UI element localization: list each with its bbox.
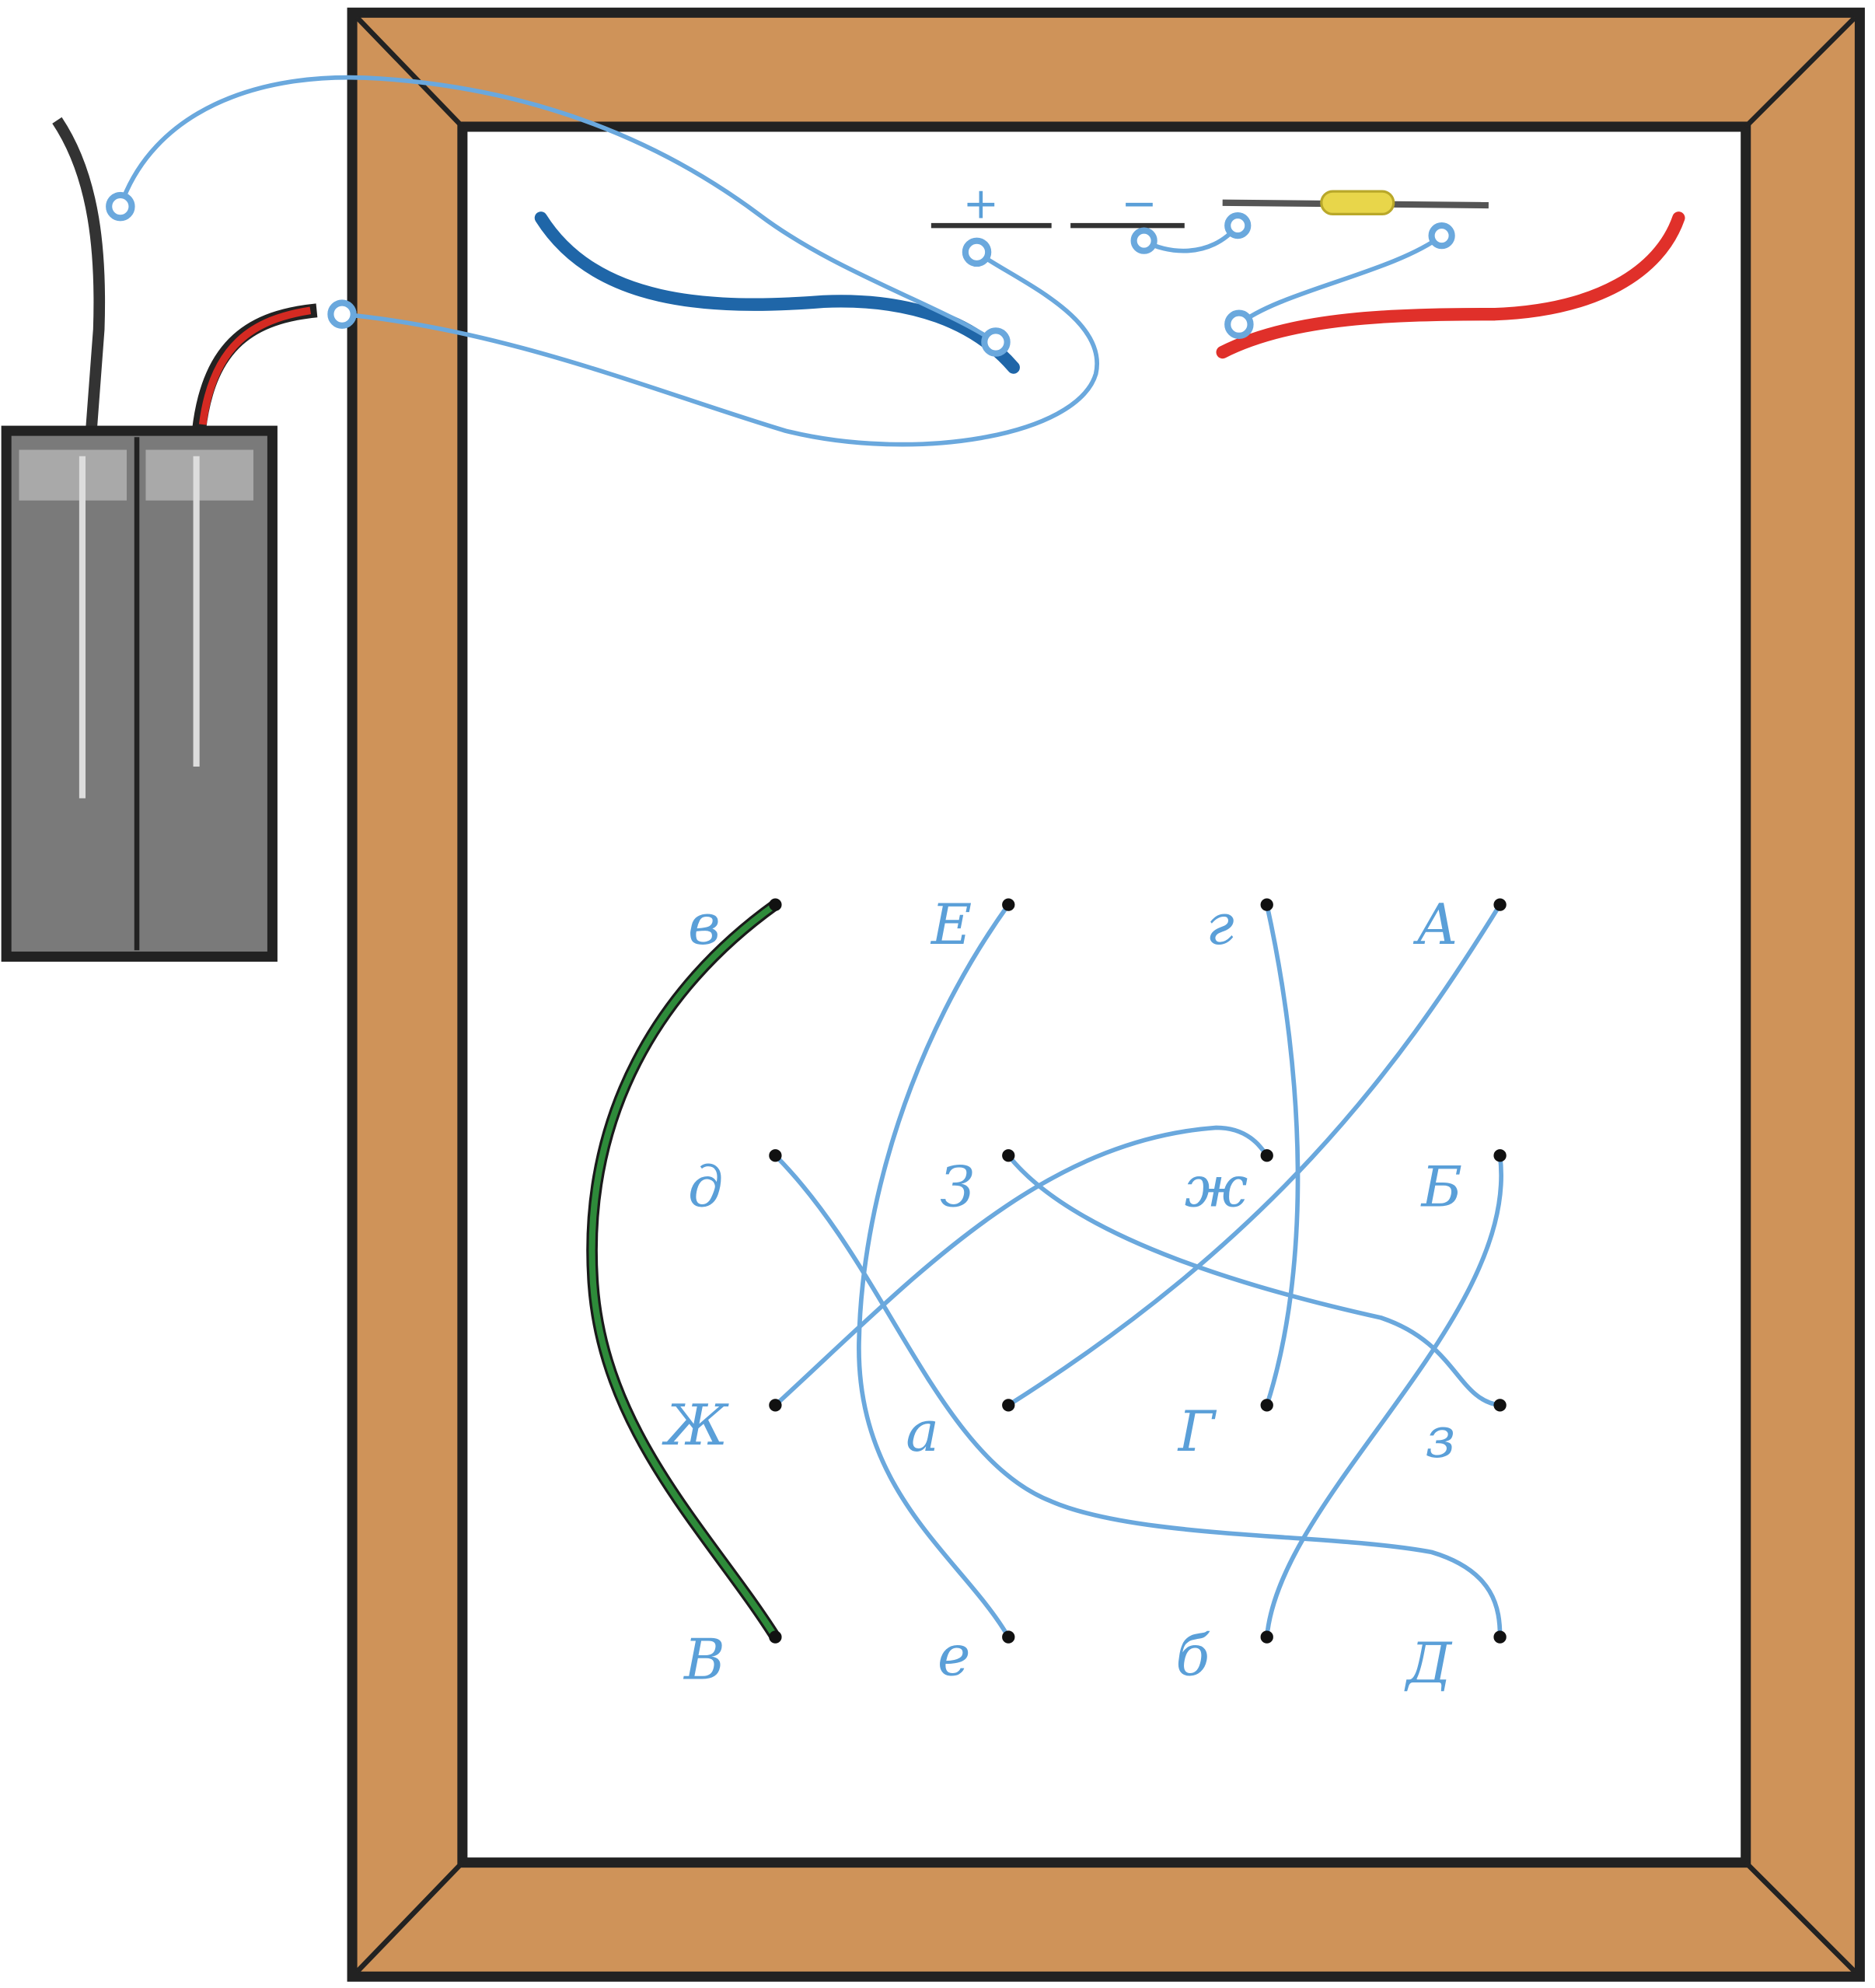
pin-label: Е [930,892,972,957]
blue-strip [534,211,1020,374]
pin-label: Б [1420,1154,1463,1219]
pin-label: з [1425,1405,1455,1470]
terminal-blue-strip[interactable] [981,327,1011,357]
wooden-frame [347,7,1865,1982]
terminal-plus[interactable] [962,237,992,267]
pin[interactable] [1260,1149,1273,1162]
terminal-minus[interactable] [1130,227,1157,254]
grid-wires [586,899,1503,1643]
pin[interactable] [769,1630,782,1644]
top-jumper-wires [106,75,1455,447]
pin[interactable] [1260,1630,1273,1644]
pin-label: а [906,1399,939,1464]
terminal-battery-neg[interactable] [106,191,135,222]
pin[interactable] [1002,1149,1015,1162]
pin-label: А [1412,892,1458,957]
pin-label: В [683,1626,725,1692]
pin-label: в [688,892,721,957]
pin[interactable] [1260,1399,1273,1412]
terminal-resistor-right[interactable] [1428,222,1455,250]
terminal-resistor-left[interactable] [1224,211,1252,239]
pin-label: Д [1404,1630,1453,1696]
pin[interactable] [1002,1399,1015,1412]
pin[interactable] [1493,1630,1507,1644]
pin[interactable] [1493,898,1507,911]
pin-label: е [938,1623,970,1688]
red-strip [1216,211,1685,359]
pin[interactable] [769,1149,782,1162]
pin[interactable] [1002,1630,1015,1644]
pin-label: д [688,1154,723,1219]
pin-label: ж [1185,1154,1248,1219]
pin[interactable] [769,1399,782,1412]
resistor [1222,190,1489,216]
pin-label: Ж [662,1392,730,1458]
plus-label: + [963,179,999,229]
grid-pins [769,898,1507,1644]
pin[interactable] [1493,1149,1507,1162]
terminal-battery-pos[interactable] [327,299,357,329]
pin[interactable] [769,898,782,911]
pin[interactable] [1493,1399,1507,1412]
pin-label: б [1175,1623,1210,1688]
green-wire [588,901,779,1640]
minus-label: − [1121,179,1157,229]
pin[interactable] [1260,898,1273,911]
battery-pack [1,117,318,962]
pin-label: Г [1177,1399,1217,1464]
grid-labels: в Е г А д З ж Б Ж а Г з В е б Д [662,892,1463,1696]
terminal-red-strip[interactable] [1224,309,1254,339]
pin-label: г [1206,892,1234,957]
pin-label: З [940,1154,975,1219]
pin[interactable] [1002,898,1015,911]
